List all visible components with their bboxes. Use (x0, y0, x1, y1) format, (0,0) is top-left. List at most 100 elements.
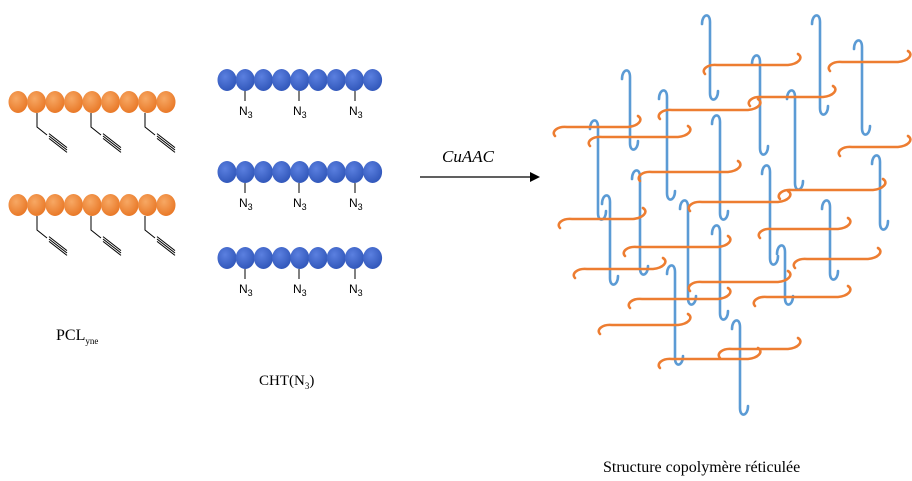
blue-strand (678, 199, 698, 306)
orange-bead (27, 91, 46, 113)
blue-bead (363, 247, 383, 269)
blue-bead (253, 69, 273, 91)
blue-bead (235, 69, 255, 91)
blue-bead (308, 247, 328, 269)
orange-bead (45, 91, 65, 113)
blue-bead (217, 69, 237, 91)
alkyne-pendant (90, 216, 122, 256)
orange-bead (64, 194, 83, 216)
orange-strand (752, 284, 852, 308)
azide-label: N3 (239, 196, 253, 212)
orange-bead (119, 194, 139, 216)
blue-strand (700, 14, 720, 101)
cht-chain: N3 N3 N3 (217, 247, 383, 298)
blue-strand (775, 244, 795, 306)
orange-strand (777, 177, 887, 201)
alkyne-pendant (90, 113, 122, 153)
orange-strand (657, 346, 762, 370)
blue-bead (308, 161, 328, 183)
blue-strand (785, 89, 805, 191)
blue-bead (253, 161, 273, 183)
blue-strand (810, 14, 830, 116)
azide-label: N3 (293, 104, 307, 120)
orange-strand (747, 84, 837, 108)
orange-bead (138, 194, 157, 216)
azide-label: N3 (239, 282, 253, 298)
blue-bead (326, 161, 346, 183)
orange-strand (657, 97, 762, 121)
blue-strand (760, 164, 780, 266)
orange-strand (622, 234, 732, 258)
blue-bead (326, 247, 346, 269)
blue-bead (344, 247, 364, 269)
pcl-yne-chains (8, 91, 176, 256)
orange-strand (792, 246, 882, 270)
orange-bead (64, 91, 83, 113)
crosslinked-network (552, 14, 912, 416)
blue-bead (290, 161, 310, 183)
azide-label: N3 (293, 196, 307, 212)
orange-bead (82, 194, 102, 216)
blue-strand (820, 199, 840, 281)
blue-bead (272, 161, 292, 183)
alkyne-pendant (36, 113, 68, 153)
blue-bead (235, 247, 255, 269)
cht-n3-label: CHT(N3) (259, 373, 314, 391)
pcl-yne-label: PCLyne (56, 327, 98, 346)
blue-strand (588, 119, 608, 221)
orange-bead (119, 91, 139, 113)
orange-bead (101, 91, 120, 113)
orange-strand (687, 269, 792, 293)
blue-strand (870, 154, 890, 231)
pcl-chain (8, 194, 176, 256)
orange-strand (837, 134, 912, 158)
orange-strand (597, 312, 692, 336)
cht-chain: N3 N3 N3 (217, 161, 383, 212)
orange-bead (27, 194, 46, 216)
product-caption: Structure copolymère réticulée (603, 459, 800, 476)
alkyne-pendant (36, 216, 68, 256)
blue-strand (620, 69, 640, 151)
pcl-chain (8, 91, 176, 153)
orange-strand (552, 114, 642, 138)
blue-bead (308, 69, 328, 91)
orange-bead (156, 91, 176, 113)
orange-bead (82, 91, 102, 113)
blue-strand (657, 89, 677, 201)
blue-bead (272, 247, 292, 269)
orange-strand (572, 256, 667, 280)
blue-strand (665, 264, 685, 366)
blue-bead (235, 161, 255, 183)
blue-bead (217, 247, 237, 269)
cuaac-label: CuAAC (442, 147, 495, 166)
blue-strand (630, 169, 650, 276)
orange-strand (587, 124, 692, 148)
azide-label: N3 (293, 282, 307, 298)
orange-bead (138, 91, 157, 113)
orange-strand (557, 206, 647, 230)
blue-strand (730, 319, 750, 416)
azide-label: N3 (349, 282, 363, 298)
blue-strand (710, 114, 730, 221)
blue-bead (272, 69, 292, 91)
blue-bead (363, 161, 383, 183)
blue-strand (600, 194, 620, 286)
azide-label: N3 (349, 196, 363, 212)
blue-bead (290, 247, 310, 269)
blue-bead (363, 69, 383, 91)
orange-bead (8, 91, 28, 113)
alkyne-pendant (144, 113, 176, 153)
orange-strand (637, 159, 742, 183)
orange-strand (827, 49, 912, 73)
azide-label: N3 (349, 104, 363, 120)
blue-bead (344, 161, 364, 183)
reaction-arrow (420, 172, 540, 182)
blue-bead (326, 69, 346, 91)
orange-bead (101, 194, 120, 216)
blue-strand (710, 224, 730, 321)
orange-bead (45, 194, 65, 216)
alkyne-pendant (144, 216, 176, 256)
